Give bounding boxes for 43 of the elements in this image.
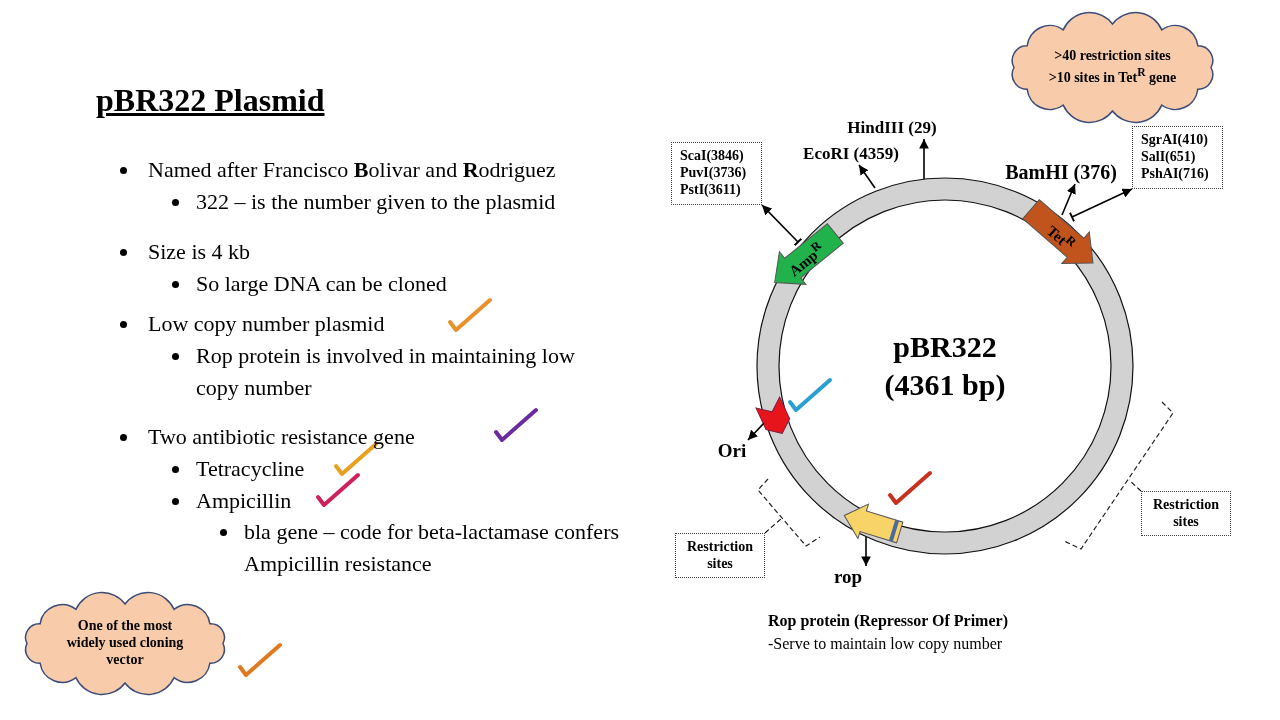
callout-text: >40 restriction sites — [1054, 48, 1171, 66]
arrow — [858, 164, 876, 189]
label-box — [1141, 491, 1231, 536]
bullet-text: Ampicillin — [196, 487, 292, 515]
box-text: PstI(3611) — [680, 181, 741, 199]
bullet-text: Named after Francisco Bolivar and Rodriguez — [148, 156, 556, 184]
plasmid-name: pBR322 (4361 bp) — [883, 329, 1007, 403]
note-heading: Rop protein (Repressor Of Primer) — [768, 611, 1008, 632]
site-label: Ori — [717, 439, 747, 463]
box-text: SalI(651) — [1141, 149, 1196, 166]
site-label: rop — [833, 565, 863, 589]
bullet-text: Size is 4 kb — [148, 238, 251, 266]
arrow — [1069, 188, 1133, 222]
site-label: HindIII (29) — [847, 117, 937, 139]
callout-text: One of the most widely used cloning vector — [65, 618, 185, 669]
bullet-text: Two antibiotic resistance gene — [148, 423, 415, 451]
bullet-text: Low copy number plasmid — [148, 310, 385, 338]
slide-title: pBR322 Plasmid — [96, 82, 325, 119]
bullet-text: So large DNA can be cloned — [196, 270, 447, 298]
arrow — [919, 138, 929, 180]
leader-line — [764, 517, 783, 534]
callout-text: >10 sites in Tet$^{R}$ gene — [1048, 65, 1177, 87]
bullet-text: Tetracycline — [196, 455, 305, 483]
arrow — [861, 536, 871, 567]
label-box — [671, 142, 762, 205]
bullet-text: Rop protein is involved in maintaining low copy number — [196, 342, 576, 402]
box-text: Restriction sites — [1151, 496, 1221, 531]
label-box — [675, 533, 765, 578]
box-text: SgrAI(410) — [1141, 132, 1208, 150]
box-text: PuvI(3736) — [680, 165, 747, 182]
note-text: -Serve to maintain low copy number — [768, 634, 1003, 655]
bullet-text: 322 – is the number given to the plasmid — [196, 188, 556, 216]
box-text: Restriction sites — [685, 538, 755, 573]
arrow — [761, 204, 803, 247]
bullet-text: bla gene – code for beta-lactamase confers Ampicillin resistance — [244, 518, 621, 578]
box-text: PshAI(716) — [1141, 165, 1209, 183]
arrow — [1061, 183, 1076, 216]
leader-line — [1128, 479, 1142, 492]
site-label: EcoRI (4359) — [803, 143, 899, 165]
site-label: BamHI (376) — [1005, 160, 1117, 184]
label-box — [1132, 126, 1223, 189]
arrow — [747, 422, 765, 441]
box-text: ScaI(3846) — [680, 148, 744, 166]
